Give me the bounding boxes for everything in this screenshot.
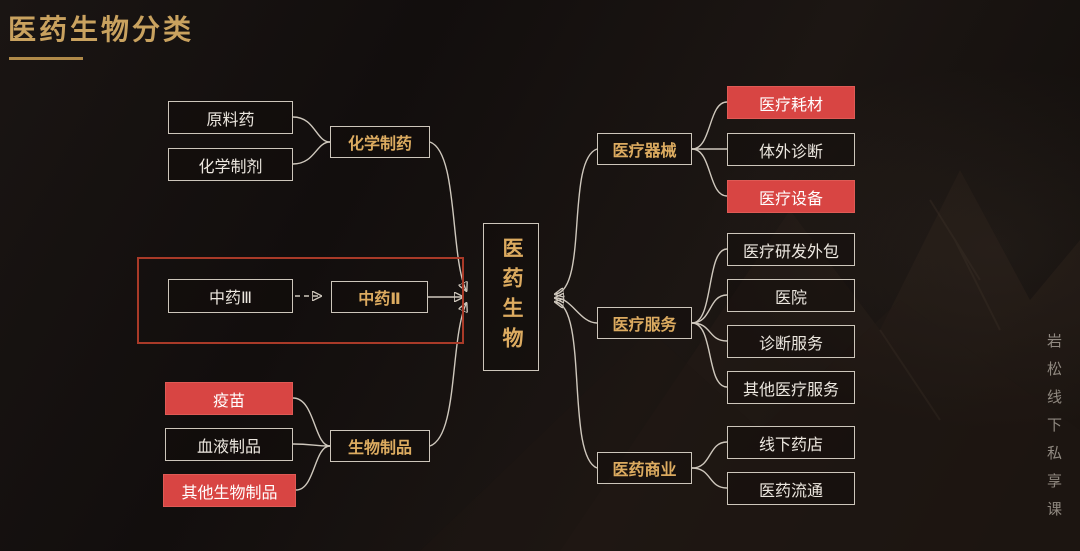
node-tcm-2: 中药Ⅱ — [331, 281, 428, 313]
node-chem-pharma: 化学制药 — [330, 126, 430, 158]
node-vaccine: 疫苗 — [165, 382, 293, 415]
edge-med-services-to-other — [691, 322, 728, 388]
node-other-bio-products: 其他生物制品 — [163, 474, 296, 507]
node-ivd: 体外诊断 — [727, 133, 855, 166]
node-raw-material: 原料药 — [168, 101, 293, 134]
edge-med-devices-to-consumables — [691, 101, 728, 150]
node-bio-products: 生物制品 — [330, 430, 430, 462]
edge-commerce-to-pharmacy — [691, 441, 728, 469]
node-diagnostic-services: 诊断服务 — [727, 325, 855, 358]
node-cro: 医疗研发外包 — [727, 233, 855, 266]
edge-med-services-to-hospital — [691, 294, 728, 324]
edge-other-bio-to-bio-products — [295, 445, 331, 491]
node-medical-devices: 医疗器械 — [597, 133, 692, 165]
watermark-text: 岩松线下私享课 — [1045, 333, 1062, 529]
node-hospital: 医院 — [727, 279, 855, 312]
highlight-rectangle-tcm — [137, 257, 464, 344]
title-underline — [9, 57, 83, 60]
node-chem-preparation: 化学制剂 — [168, 148, 293, 181]
edge-vaccine-to-bio-products — [292, 397, 331, 447]
edge-blood-to-bio-products — [292, 443, 331, 447]
node-medical-equipment: 医疗设备 — [727, 180, 855, 213]
edge-med-devices-to-equipment — [691, 148, 728, 197]
node-center-pharma-bio: 医药生物 — [483, 223, 539, 371]
edge-med-devices-to-center — [556, 148, 598, 294]
node-medical-consumables: 医疗耗材 — [727, 86, 855, 119]
node-other-medical-services: 其他医疗服务 — [727, 371, 855, 404]
node-tcm-3: 中药Ⅲ — [168, 279, 293, 313]
edge-chem-preparation-to-chem-pharma — [292, 141, 331, 165]
edge-med-services-to-cro — [691, 248, 728, 324]
node-medical-services: 医疗服务 — [597, 307, 692, 339]
node-blood-products: 血液制品 — [165, 428, 293, 461]
node-pharma-commerce: 医药商业 — [597, 452, 692, 484]
edge-med-services-to-diagnostic — [691, 322, 728, 342]
edge-med-services-to-center — [556, 298, 598, 324]
edge-raw-material-to-chem-pharma — [292, 116, 331, 143]
node-pharma-distribution: 医药流通 — [727, 472, 855, 505]
edge-commerce-to-distribution — [691, 467, 728, 489]
page-title: 医药生物分类 — [8, 14, 195, 45]
node-offline-pharmacy: 线下药店 — [727, 426, 855, 459]
edge-pharma-commerce-to-center — [556, 302, 598, 469]
